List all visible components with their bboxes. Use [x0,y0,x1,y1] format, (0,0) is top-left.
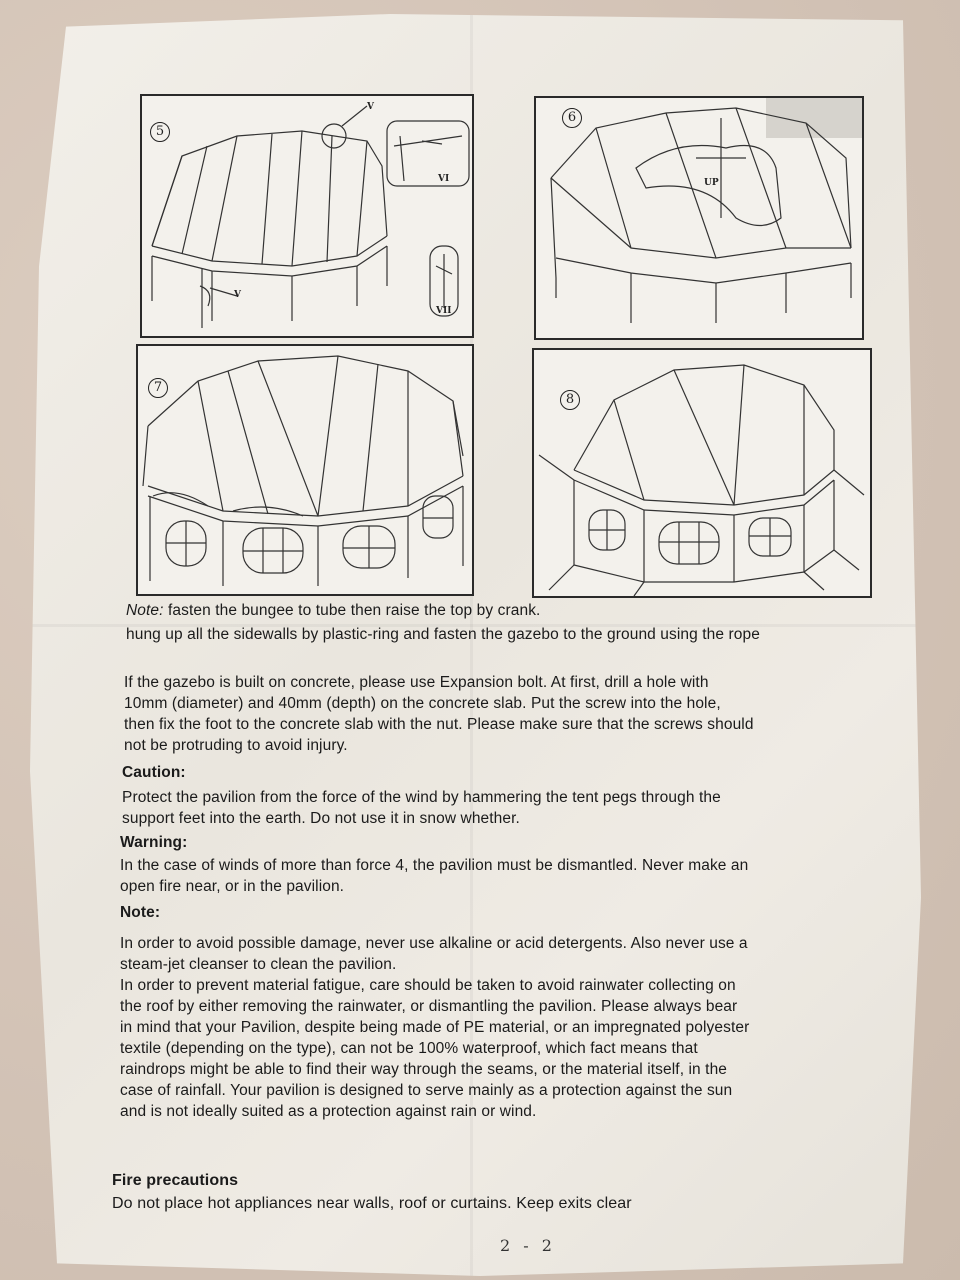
callout-v-top: V [367,102,374,112]
warning-heading: Warning: [120,834,188,851]
gazebo-raise-illustration [151,105,470,328]
caution-line: support feet into the earth. Do not use … [122,810,520,827]
fire-section: Fire precautions Do not place hot applia… [112,1170,912,1214]
note-line: raindrops might be able to find their wa… [120,1061,728,1078]
note-line: in mind that your Pavilion, despite bein… [120,1019,750,1036]
note-line: case of rainfall. Your pavilion is desig… [120,1082,733,1099]
note-line: and is not ideally suited as a protectio… [120,1103,537,1120]
diagram-step-5: 5 V V VI VII [140,94,474,338]
gazebo-finished-illustration [538,364,865,596]
warning-line: open fire near, or in the pavilion. [120,878,345,895]
note-line: steam-jet cleanser to clean the pavilion… [120,956,397,973]
paragraph-line: If the gazebo is built on concrete, plea… [124,674,709,691]
note-heading: Note: [120,904,161,921]
gazebo-crank-illustration [550,98,862,323]
caution-line: Protect the pavilion from the force of t… [122,789,721,806]
note-caption-prefix: Note: [126,602,164,619]
paper-crease [30,624,921,627]
note-section: Note: In order to avoid possible damage,… [120,902,930,1122]
note-line: In order to avoid possible damage, never… [120,935,748,952]
callout-vi: VI [438,174,450,184]
note-caption: Note: fasten the bungee to tube then rai… [126,600,906,621]
step-number-6: 6 [562,108,582,128]
sidewalls-caption: hung up all the sidewalls by plastic-rin… [126,626,760,643]
caution-section: Caution: Protect the pavilion from the f… [122,762,922,829]
step-number-7: 7 [148,378,168,398]
paragraph-line: then fix the foot to the concrete slab w… [124,716,754,733]
step-number-5: 5 [150,122,170,142]
diagram-step-7: 7 [136,344,474,596]
diagram-step-8: 8 [532,348,872,598]
note-line: textile (depending on the type), can not… [120,1040,698,1057]
caution-heading: Caution: [122,764,186,781]
callout-vii: VII [436,306,452,316]
callout-v-bottom: V [234,290,241,300]
concrete-paragraph: If the gazebo is built on concrete, plea… [124,672,924,756]
callout-up: UP [704,178,719,188]
note-line: the roof by either removing the rainwate… [120,998,738,1015]
warning-line: In the case of winds of more than force … [120,857,749,874]
note-caption-text: fasten the bungee to tube then raise the… [163,602,541,619]
fire-text: Do not place hot appliances near walls, … [112,1195,632,1212]
paper-crease [470,14,473,1276]
warning-section: Warning: In the case of winds of more th… [120,832,920,897]
diagram-step-6: 6 UP [534,96,864,340]
note-line: In order to prevent material fatigue, ca… [120,977,736,994]
gazebo-sidewalls-illustration [142,355,464,586]
fire-heading: Fire precautions [112,1172,239,1189]
paragraph-line: not be protruding to avoid injury. [124,737,348,754]
paragraph-line: 10mm (diameter) and 40mm (depth) on the … [124,695,721,712]
page-number: 2 - 2 [500,1236,556,1255]
step-number-8: 8 [560,390,580,410]
